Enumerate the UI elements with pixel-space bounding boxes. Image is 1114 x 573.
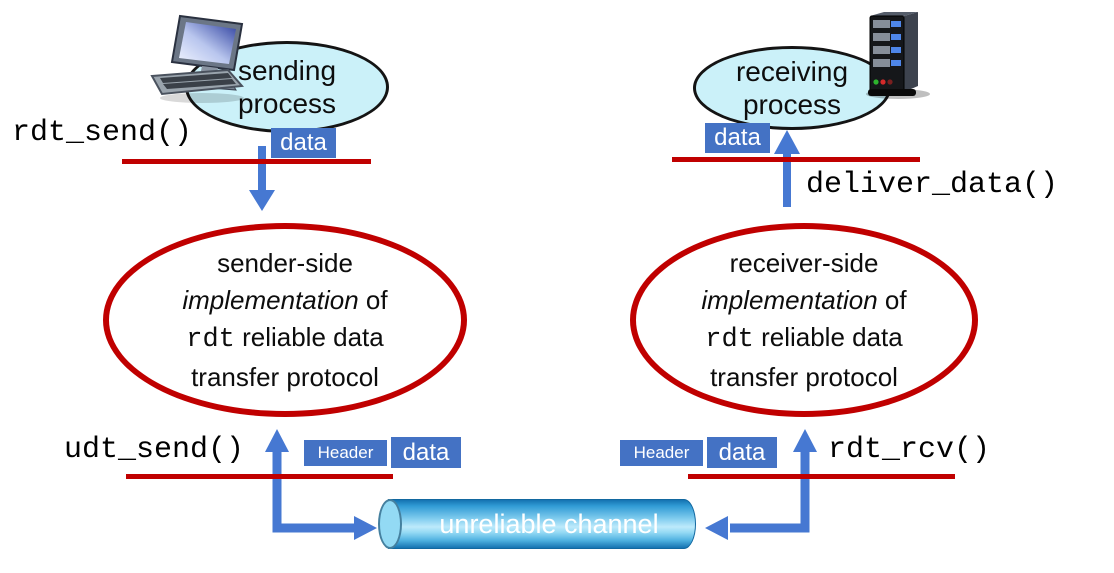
receiver-deliver-up-arrow (774, 130, 800, 207)
sender-ellipse-line3: rdt reliable data (186, 321, 384, 355)
receiver-packet-data-box: data (707, 437, 777, 468)
sender-data-down-arrow (249, 146, 275, 211)
sender-data-box: data (271, 128, 336, 158)
receiver-ellipse-line2: implementation of (701, 284, 907, 315)
receiver-upper-boundary-line (672, 157, 920, 162)
rdt-send-call-label: rdt_send() (12, 116, 193, 150)
receiver-packet-header-box: Header (620, 440, 703, 466)
receiver-data-box-label: data (714, 124, 761, 151)
rdt-rcv-call-label: rdt_rcv() (828, 433, 991, 467)
sender-ellipse-line1: sender-side (217, 247, 353, 278)
desktop-computer-icon (150, 14, 245, 103)
channel-cylinder-body (388, 499, 696, 549)
sender-packet-data-box: data (391, 437, 461, 468)
unreliable-channel-cylinder: unreliable channel (378, 499, 696, 549)
receiver-ellipse-line4: transfer protocol (710, 361, 898, 392)
sender-implementation-ellipse: sender-side implementation of rdt reliab… (103, 223, 467, 417)
server-icon (866, 12, 930, 99)
channel-label: unreliable channel (439, 508, 659, 539)
channel-cylinder-cap (378, 499, 402, 549)
receiver-data-box: data (705, 123, 770, 153)
receiver-packet-data-label: data (718, 438, 766, 466)
sender-data-box-label: data (280, 129, 327, 156)
receiving-process-label-line1: receiving (735, 56, 849, 87)
receiver-packet-header-label: Header (633, 443, 690, 462)
sender-ellipse-line4: transfer protocol (191, 361, 379, 392)
receiver-implementation-ellipse: receiver-side implementation of rdt reli… (630, 223, 978, 417)
receiver-ellipse-line1: receiver-side (729, 247, 879, 278)
sender-lower-boundary-line (126, 474, 393, 479)
receiving-process-label-line2: process (742, 89, 842, 120)
receiving-process-ellipse: receiving process (693, 46, 891, 130)
sender-packet-header-box: Header (304, 440, 387, 466)
sender-ellipse-line2: implementation of (182, 284, 388, 315)
receiver-ellipse-line3: rdt reliable data (705, 321, 903, 355)
sending-process-label-line2: process (237, 88, 337, 119)
sender-packet-header-label: Header (317, 443, 374, 462)
udt-send-call-label: udt_send() (64, 433, 245, 467)
sender-packet-data-label: data (402, 438, 450, 466)
sender-upper-boundary-line (122, 159, 371, 164)
deliver-data-call-label: deliver_data() (806, 168, 1059, 202)
receiver-lower-boundary-line (688, 474, 955, 479)
sending-process-label-line1: sending (237, 55, 337, 86)
